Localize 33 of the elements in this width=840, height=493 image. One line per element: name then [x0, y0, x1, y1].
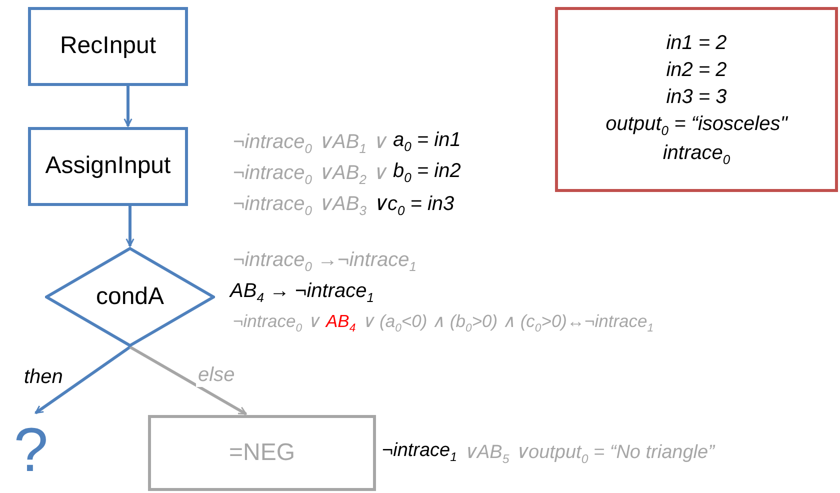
- edge-label: else: [196, 364, 237, 387]
- process-box: [148, 415, 376, 491]
- formula-text: ¬intrace$_{0}$ ∨AB$_{1}$ ∨: [233, 130, 387, 156]
- formula-text: AB$_{4}$ → ¬intrace$_{1}$: [230, 280, 374, 305]
- arrow: [126, 206, 134, 247]
- node-text: in1 = 2: [666, 31, 727, 56]
- arrow: [129, 346, 247, 416]
- formula-text: ¬intrace$_{0}$ →¬intrace$_{1}$: [233, 249, 416, 274]
- node-text: in3 = 3: [666, 85, 727, 110]
- process-box: [28, 7, 188, 86]
- formula-text: ¬intrace$_{0}$ ∨: [233, 311, 320, 334]
- values-box: [555, 7, 838, 192]
- formula-text: AB$_{4}$: [326, 311, 356, 334]
- node-text: in2 = 2: [666, 58, 727, 84]
- node-text: RecInput: [60, 31, 156, 62]
- node-text: condA: [96, 282, 164, 312]
- formula-text: ∨c$_{0}$ = in3: [372, 192, 454, 218]
- arrow: [124, 86, 132, 127]
- formula-text: b$_{0}$ = in2: [393, 160, 461, 187]
- formula-text: ∨AB$_{5}$ ∨output$_{0}$ = “No triangle”: [463, 441, 714, 466]
- node-text: output$_{0}$ = “isosceles": [606, 112, 788, 140]
- node-text: =NEG: [228, 438, 296, 468]
- formula-text: ¬intrace$_{0}$ ∨AB$_{2}$ ∨: [233, 161, 387, 187]
- arrow: [34, 346, 131, 414]
- decision-diamond: [45, 247, 215, 347]
- formula-text: a$_{0}$ = in1: [393, 129, 461, 156]
- question-mark-text: ?: [14, 420, 48, 482]
- formula-text: ¬intrace$_{0}$ ∨AB$_{3}$: [233, 192, 366, 218]
- formula-text: ¬intrace$_{1}$: [382, 440, 457, 466]
- node-text: intrace$_{0}$: [662, 141, 730, 169]
- node-text: AssignInput: [45, 151, 171, 182]
- process-box: [28, 127, 188, 206]
- formula-text: ∨ (a$_{0}$<0) ∧ (b$_{0}$>0) ∧ (c$_{0}$>0)↔¬intrace$_{1}$: [362, 311, 654, 334]
